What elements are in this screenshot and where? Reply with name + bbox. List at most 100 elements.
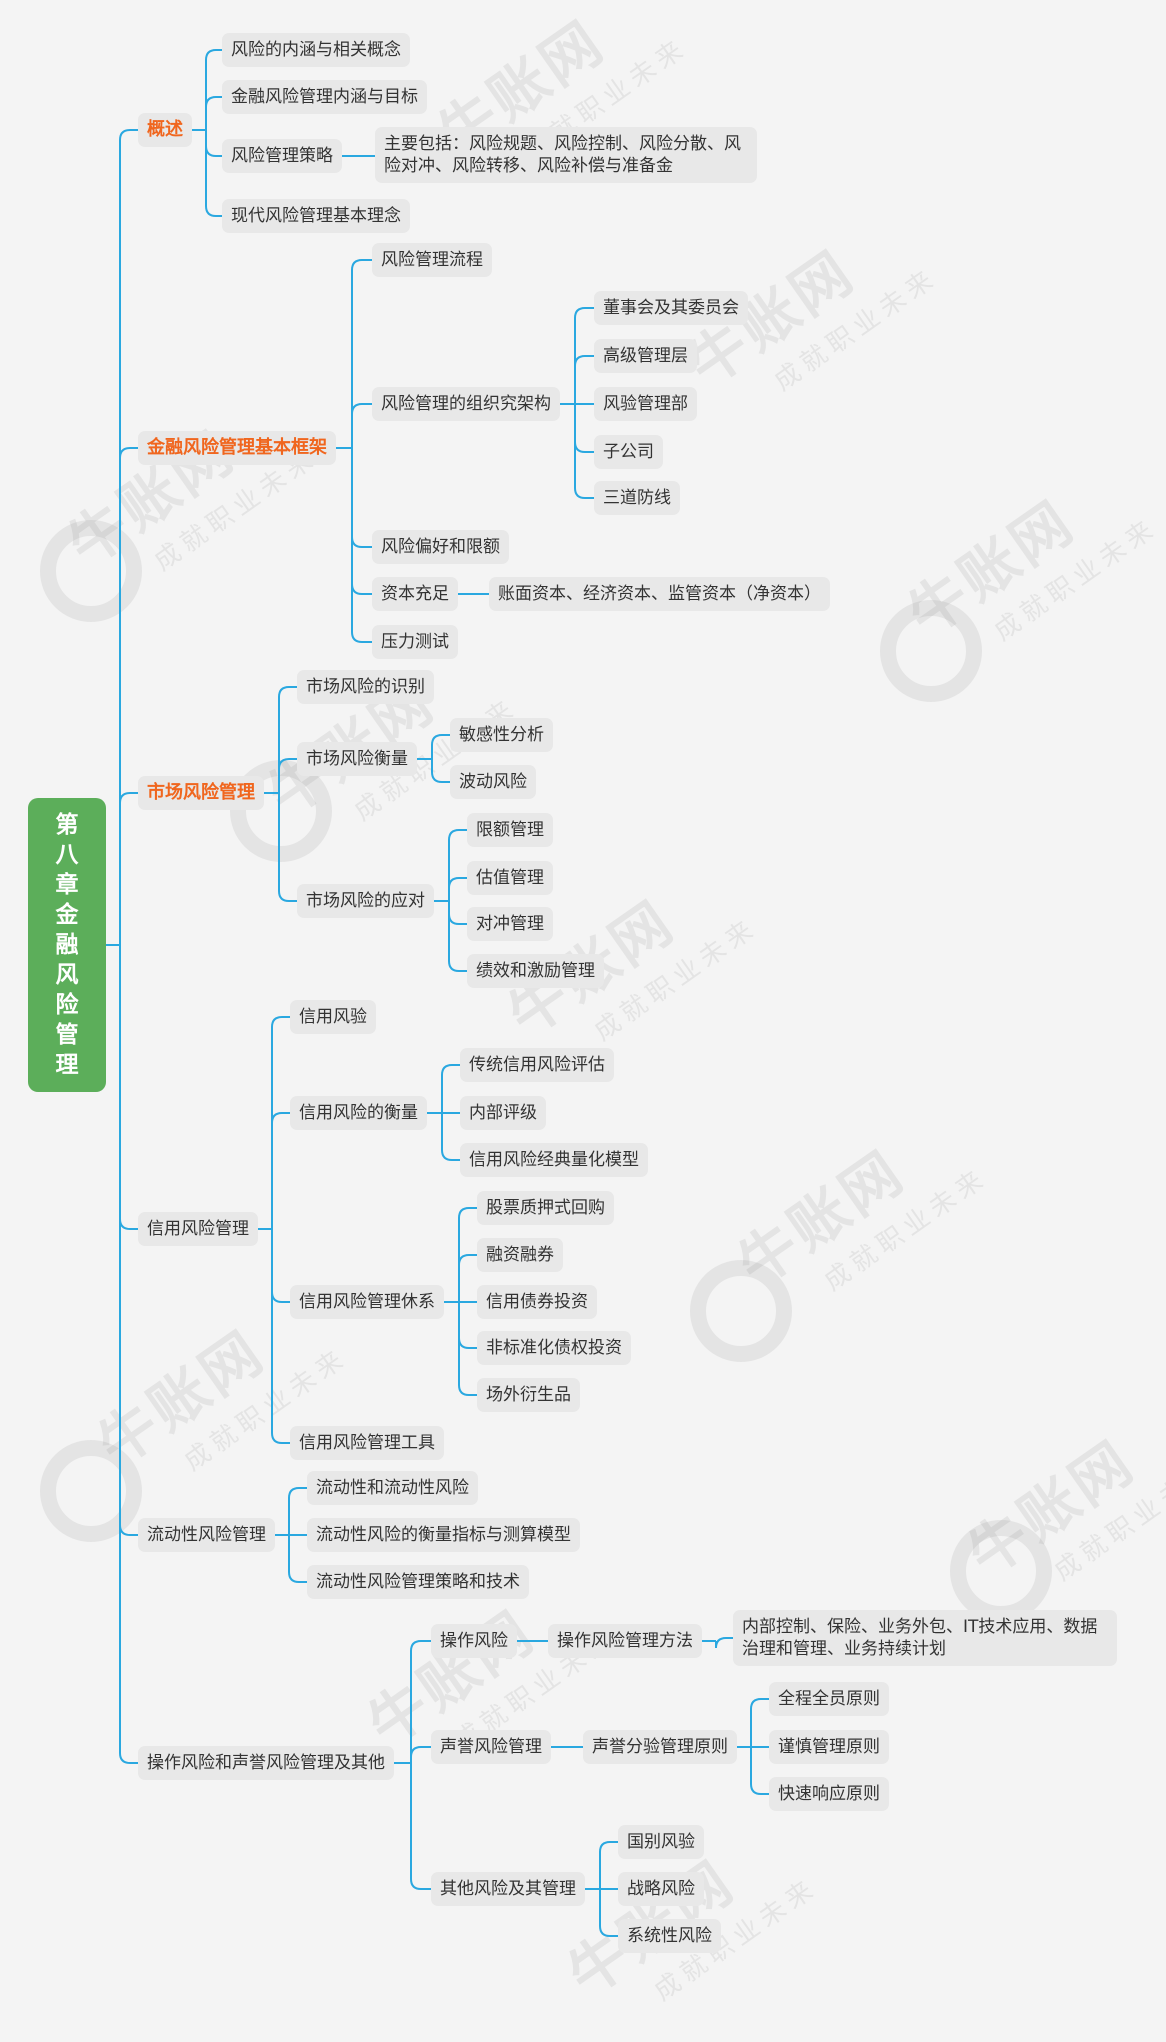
topic-node[interactable]: 市场风险衡量	[297, 742, 417, 776]
topic-node[interactable]: 波动风险	[450, 765, 536, 799]
connector-line	[458, 1207, 477, 1302]
connector-line	[119, 447, 138, 945]
topic-node[interactable]: 估值管理	[467, 861, 553, 895]
connector-line	[119, 945, 138, 1536]
topic-node[interactable]: 声誉分验管理原则	[583, 1730, 737, 1764]
connector-line	[448, 877, 467, 901]
topic-node[interactable]: 战略风险	[618, 1872, 704, 1906]
connector-line	[119, 945, 138, 1230]
connector-line	[431, 734, 450, 759]
connector-line	[410, 1746, 431, 1763]
topic-node[interactable]: 风险的内涵与相关概念	[222, 33, 410, 67]
connector-line	[271, 1112, 290, 1229]
topic-node[interactable]: 国别风验	[618, 1825, 704, 1859]
connector-line	[448, 901, 467, 925]
connector-line	[431, 759, 450, 783]
connector-line	[574, 355, 594, 404]
connector-line	[448, 901, 467, 972]
connector-line	[288, 1535, 307, 1583]
topic-node[interactable]: 内部评级	[460, 1096, 546, 1130]
topic-node[interactable]: 市场风险的识别	[297, 670, 434, 704]
mindmap-canvas: 牛账网成就职业未来 牛账网成就职业未来 牛账网成就职业未来 牛账网成就职业未来 …	[28, 7, 1166, 2010]
topic-node[interactable]: 限额管理	[467, 813, 553, 847]
topic-node[interactable]: 非标准化债权投资	[477, 1331, 631, 1365]
topic-node[interactable]: 风险管理流程	[372, 243, 492, 277]
topic-node[interactable]: 风险管理的组织究架构	[372, 387, 560, 421]
connector-line	[351, 259, 372, 448]
connector-line	[441, 1113, 460, 1161]
topic-node[interactable]: 高级管理层	[594, 339, 697, 373]
topic-node[interactable]: 信用风验	[290, 1000, 376, 1034]
connector-line	[599, 1889, 618, 1937]
connector-line	[750, 1698, 769, 1747]
topic-node[interactable]: 股票质押式回购	[477, 1191, 614, 1225]
topic-node[interactable]: 风险管理策略	[222, 139, 342, 173]
branch-operational-risk[interactable]: 操作风险和声誉风险管理及其他	[138, 1746, 394, 1780]
topic-note[interactable]: 主要包括：风险规题、风险控制、风险分散、风险对冲、风险转移、风险补偿与准备金	[375, 127, 757, 183]
topic-note[interactable]: 内部控制、保险、业务外包、IT技术应用、数据治理和管理、业务持续计划	[733, 1610, 1117, 1666]
connector-line	[410, 1640, 431, 1763]
connector-line	[351, 448, 372, 595]
topic-node[interactable]: 操作风险	[431, 1624, 517, 1658]
connector-line	[458, 1302, 477, 1396]
branch-overview[interactable]: 概述	[138, 113, 192, 147]
topic-node[interactable]: 风验管理部	[594, 387, 697, 421]
topic-node[interactable]: 三道防线	[594, 481, 680, 515]
topic-node[interactable]: 操作风险管理方法	[548, 1624, 702, 1658]
topic-node[interactable]: 资本充足	[372, 577, 458, 611]
topic-node[interactable]: 传统信用风险评估	[460, 1048, 614, 1082]
connector-line	[458, 1302, 477, 1349]
branch-framework[interactable]: 金融风险管理基本框架	[138, 431, 336, 465]
connector-line	[119, 945, 138, 1764]
topic-node[interactable]: 金融风险管理内涵与目标	[222, 80, 427, 114]
topic-node[interactable]: 信用风险管理工具	[290, 1426, 444, 1460]
topic-node[interactable]: 信用风险的衡量	[290, 1096, 427, 1130]
topic-node[interactable]: 信用风险经典量化模型	[460, 1143, 648, 1177]
connector-lines	[106, 49, 769, 1937]
connector-line	[278, 758, 297, 793]
topic-node[interactable]: 声誉风险管理	[431, 1730, 551, 1764]
topic-node[interactable]: 场外衍生品	[477, 1378, 580, 1412]
topic-node[interactable]: 市场风险的应对	[297, 884, 434, 918]
topic-node[interactable]: 绩效和激励管理	[467, 954, 604, 988]
connector-line	[278, 793, 297, 902]
connector-line	[441, 1064, 460, 1113]
topic-node[interactable]: 谨慎管理原则	[769, 1730, 889, 1764]
topic-node[interactable]: 流动性和流动性风险	[307, 1471, 478, 1505]
connector-line	[271, 1229, 290, 1444]
topic-node[interactable]: 系统性风险	[618, 1919, 721, 1953]
connector-line	[288, 1487, 307, 1535]
topic-node[interactable]: 董事会及其委员会	[594, 291, 748, 325]
topic-node[interactable]: 敏感性分析	[450, 718, 553, 752]
root-node[interactable]: 第八章金融风险管理	[28, 798, 106, 1092]
branch-credit-risk[interactable]: 信用风险管理	[138, 1212, 258, 1246]
topic-node[interactable]: 子公司	[594, 435, 663, 469]
connector-line	[574, 404, 594, 499]
connector-line	[599, 1841, 618, 1889]
connector-line	[574, 307, 594, 404]
topic-node[interactable]: 信用风险管理休系	[290, 1285, 444, 1319]
branch-market-risk[interactable]: 市场风险管理	[138, 776, 264, 810]
topic-node[interactable]: 对冲管理	[467, 907, 553, 941]
branch-liquidity-risk[interactable]: 流动性风险管理	[138, 1518, 275, 1552]
connector-line	[715, 1637, 733, 1649]
topic-node[interactable]: 现代风险管理基本理念	[222, 199, 410, 233]
topic-node[interactable]: 全程全员原则	[769, 1682, 889, 1716]
topic-node[interactable]: 流动性风险管理策略和技术	[307, 1565, 529, 1599]
connector-line	[205, 96, 222, 130]
topic-node[interactable]: 压力测试	[372, 625, 458, 659]
topic-node[interactable]: 流动性风险的衡量指标与测算模型	[307, 1518, 580, 1552]
connector-line	[750, 1747, 769, 1795]
connector-line	[574, 404, 594, 453]
topic-note[interactable]: 账面资本、经济资本、监管资本（净资本）	[489, 577, 830, 611]
connector-line	[205, 130, 222, 217]
connector-line	[278, 686, 297, 793]
topic-node[interactable]: 信用债券投资	[477, 1285, 597, 1319]
topic-node[interactable]: 风险偏好和限额	[372, 530, 509, 564]
topic-node[interactable]: 其他风险及其管理	[431, 1872, 585, 1906]
topic-node[interactable]: 快速响应原则	[769, 1777, 889, 1811]
topic-node[interactable]: 融资融券	[477, 1238, 563, 1272]
connector-line	[271, 1229, 290, 1303]
connector-line	[119, 792, 138, 945]
connector-line	[271, 1016, 290, 1229]
